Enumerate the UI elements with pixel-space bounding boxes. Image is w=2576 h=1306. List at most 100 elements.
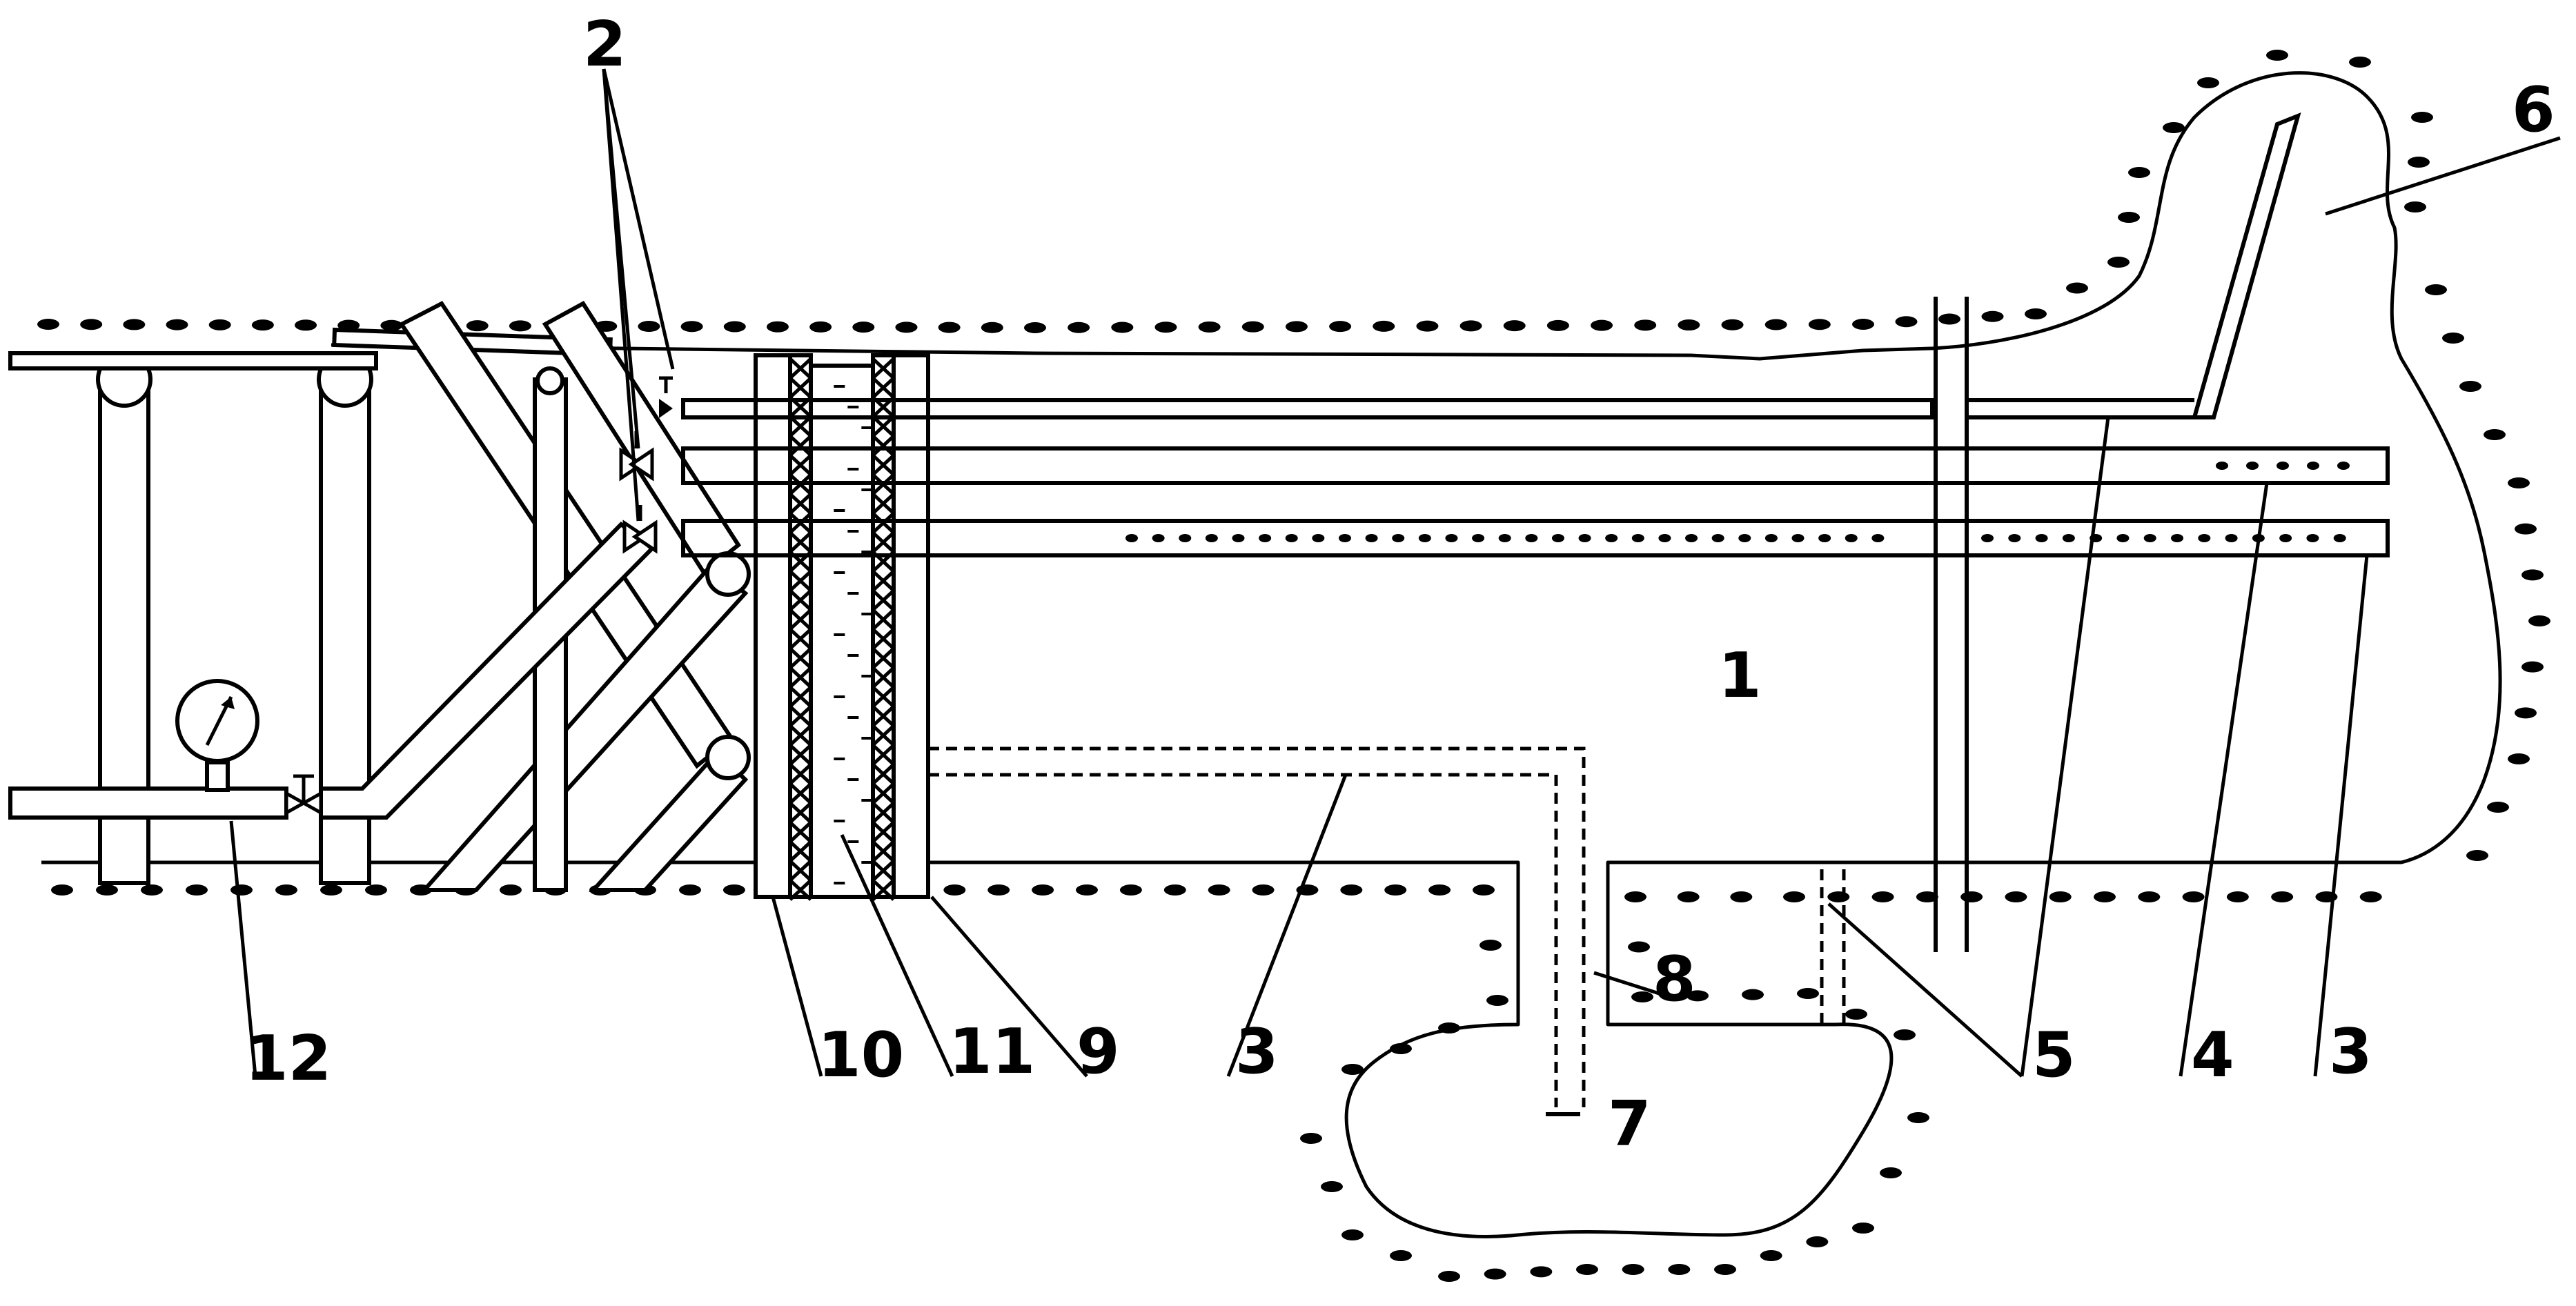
rock-dot	[2163, 122, 2185, 133]
axis-line	[1934, 297, 1969, 952]
rock-dot	[1578, 534, 1591, 542]
rock-dot	[1076, 884, 1098, 896]
rock-dot	[1484, 1268, 1506, 1280]
rock-dot	[1907, 1112, 1929, 1123]
rock-dot	[1032, 884, 1054, 896]
rock-dot	[1365, 534, 1378, 542]
rock-dot	[2066, 282, 2088, 294]
rock-dot	[1068, 321, 1090, 333]
rock-dot	[1312, 534, 1325, 542]
rock-dot	[166, 319, 188, 330]
rock-dot	[2171, 534, 2183, 542]
rock-dot	[1259, 534, 1272, 542]
rock-dot	[2279, 534, 2292, 542]
rock-dot	[1845, 1009, 1867, 1020]
roof-plate-left	[8, 351, 378, 370]
rock-dot	[2226, 891, 2249, 902]
rock-dot	[1760, 1250, 1782, 1261]
bulkhead-wall-10	[754, 353, 813, 901]
rock-dot	[1530, 1266, 1553, 1278]
rock-dot	[1179, 534, 1192, 542]
rock-dot	[2182, 891, 2205, 902]
rock-dot	[1880, 1167, 1902, 1178]
rock-dot	[1631, 534, 1644, 542]
rock-dot	[2408, 157, 2430, 168]
rock-dot	[2521, 661, 2544, 673]
rock-dot	[1252, 884, 1275, 896]
rock-dot	[1714, 1264, 1736, 1275]
rock-boundary-dots	[37, 50, 2550, 1282]
rock-dot	[1806, 1236, 1829, 1247]
rock-dot	[2198, 534, 2211, 542]
rock-dot	[1764, 534, 1778, 542]
rock-dot	[2337, 462, 2350, 470]
rock-dot	[1742, 989, 1764, 1000]
rock-dot	[2271, 891, 2294, 902]
rock-dot	[2487, 802, 2509, 813]
rock-dot	[723, 321, 746, 333]
rock-dot	[1329, 321, 1352, 333]
rock-dot	[2528, 615, 2550, 626]
label-10: 10	[818, 1019, 904, 1091]
rock-dot	[295, 319, 317, 331]
rock-dot	[1438, 1271, 1460, 1282]
rock-dot	[1163, 884, 1186, 896]
rock-dot	[500, 884, 522, 896]
rock-dot	[638, 321, 660, 333]
pipe-3-upper	[681, 519, 2390, 557]
rock-dot	[1938, 313, 1960, 325]
rock-dot	[1678, 319, 1700, 331]
rock-dot	[275, 884, 297, 896]
rock-dot	[2349, 57, 2371, 68]
label-6: 6	[2512, 74, 2555, 146]
rock-dot	[2246, 462, 2259, 470]
rock-dot	[809, 321, 832, 333]
label-4: 4	[2191, 1019, 2234, 1091]
rock-dot	[123, 319, 146, 330]
rock-dot	[2266, 50, 2288, 61]
rock-dot	[96, 884, 118, 896]
rock-dot	[1341, 1229, 1364, 1240]
rock-dot	[1622, 1264, 1644, 1275]
rock-dot	[1525, 534, 1538, 542]
rock-dot	[2515, 523, 2537, 535]
rock-dot	[2035, 534, 2048, 542]
label-8: 8	[1653, 943, 1696, 1016]
label-11: 11	[949, 1016, 1035, 1088]
rock-dot	[1845, 534, 1858, 542]
rock-dot	[1738, 534, 1751, 542]
rock-dot	[1668, 1264, 1691, 1275]
rock-dot	[1628, 941, 1650, 953]
rock-dot	[2484, 429, 2506, 440]
rock-dot	[2277, 462, 2289, 470]
rock-dot	[1576, 1264, 1598, 1275]
rock-dot	[680, 321, 703, 333]
rock-dot	[1384, 884, 1407, 896]
rock-dot	[2062, 534, 2075, 542]
rock-dot	[51, 884, 73, 896]
label-12: 12	[245, 1022, 331, 1095]
rock-dot	[1300, 1133, 1322, 1144]
rock-dot	[2225, 534, 2238, 542]
rock-dot	[466, 320, 489, 332]
pipe-4	[681, 446, 2390, 485]
label-5: 5	[2032, 1019, 2076, 1091]
rock-dot	[1783, 891, 1805, 902]
label-1: 1	[1718, 640, 1762, 712]
rock-dot	[2442, 333, 2464, 344]
pressure-gauge-icon	[175, 679, 259, 792]
rock-dot	[509, 320, 531, 332]
valve-icon	[284, 774, 323, 816]
rock-dot	[2359, 891, 2382, 902]
rock-dot	[2459, 381, 2481, 392]
rock-dot	[1416, 320, 1439, 332]
rock-dot	[1658, 534, 1671, 542]
rock-dot	[2515, 707, 2537, 719]
rock-dot	[2521, 569, 2544, 581]
rock-dot	[1677, 891, 1700, 902]
rock-dot	[1916, 891, 1938, 902]
label-7: 7	[1608, 1088, 1651, 1160]
feed-pipe-12	[8, 521, 656, 820]
rock-dot	[1473, 884, 1495, 896]
rock-dot	[1591, 319, 1613, 331]
